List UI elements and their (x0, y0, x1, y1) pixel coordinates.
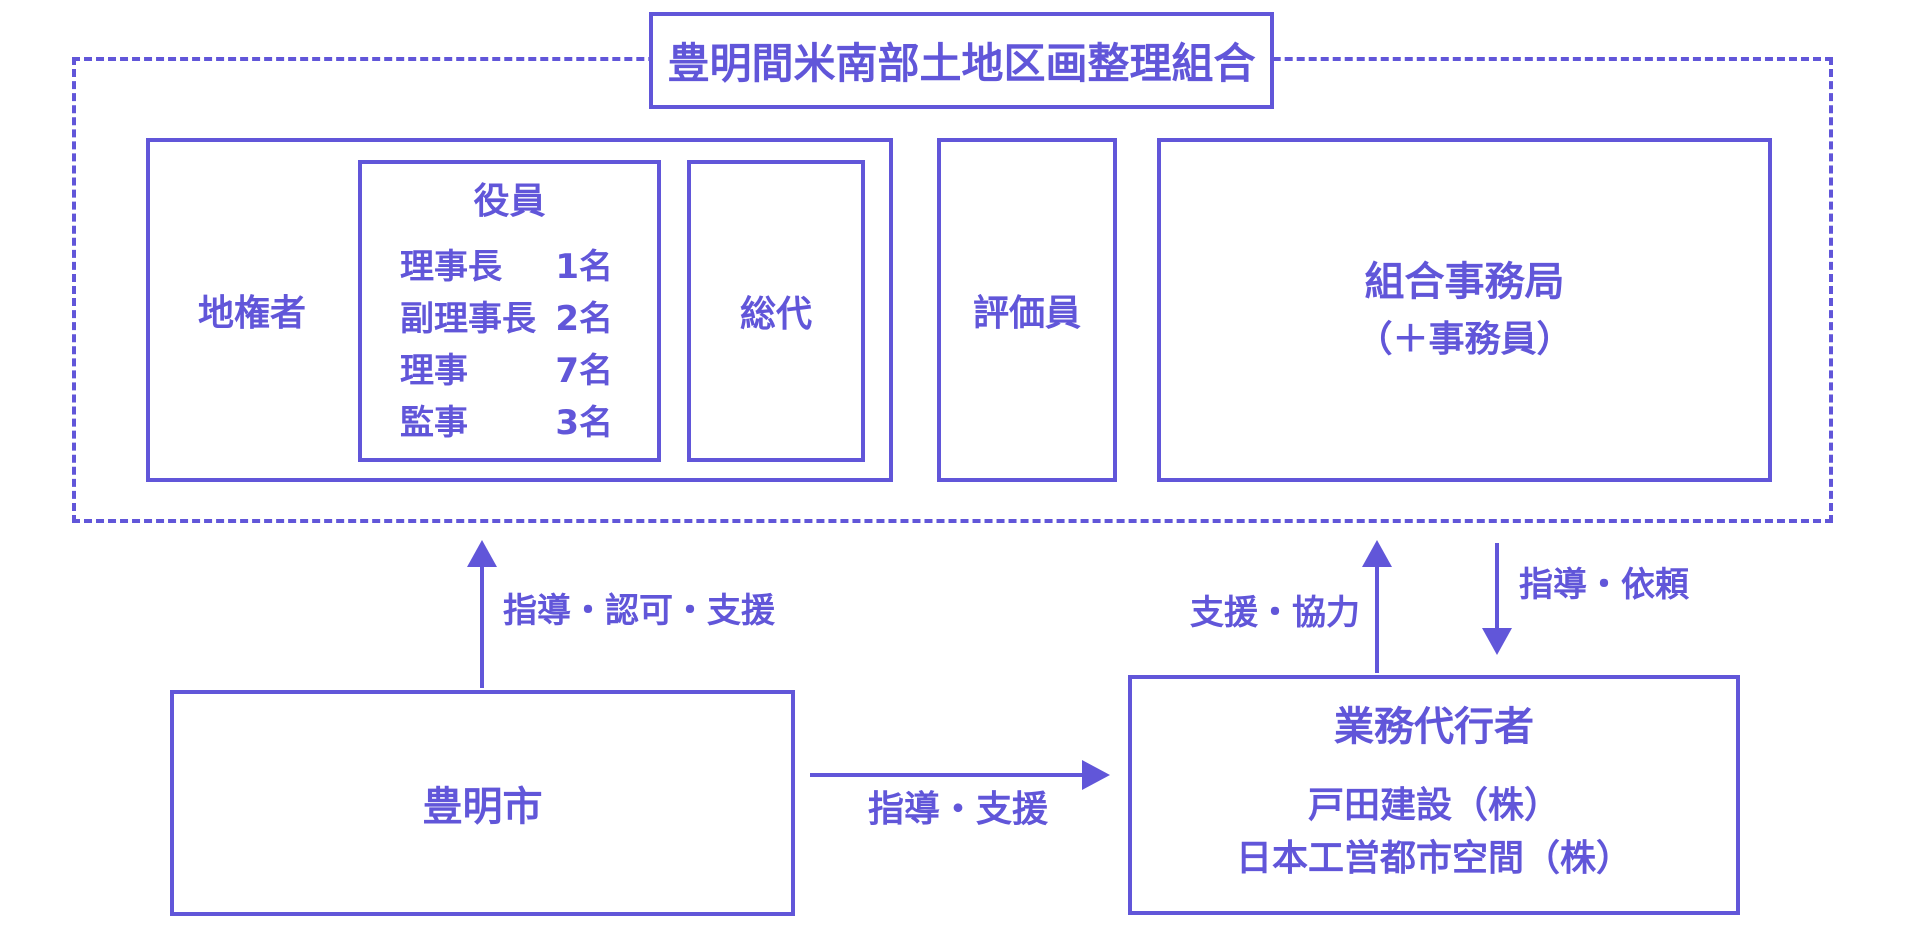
appraisers-label: 評価員 (972, 293, 1081, 334)
union-to-agent-arrow-shaft (1495, 543, 1499, 629)
union-to-agent-arrow-label: 指導・依頼 (1519, 565, 1689, 605)
secretariat-box: 組合事務局 （＋事務員） (1157, 138, 1772, 482)
officer-role: 理事 (400, 351, 468, 391)
officer-role: 監事 (400, 403, 468, 443)
landowners-label: 地権者 (197, 293, 306, 334)
agent-box: 業務代行者 戸田建設（株） 日本工営都市空間（株） (1128, 675, 1740, 915)
agent-company: 戸田建設（株） (1307, 785, 1560, 826)
officer-role: 副理事長 (400, 299, 536, 339)
representatives-label: 総代 (739, 294, 812, 335)
officers-heading: 役員 (473, 181, 546, 222)
city-to-agent-arrowhead-icon (1082, 760, 1110, 790)
association-title-box: 豊明間米南部土地区画整理組合 (649, 12, 1274, 109)
city-label: 豊明市 (422, 784, 543, 830)
agent-to-union-arrow-label: 支援・協力 (1190, 593, 1360, 633)
officers-rows: 理事長 1名 副理事長 2名 理事 7名 監事 3名 (362, 250, 657, 440)
agent-to-union-arrow-shaft (1375, 566, 1379, 673)
officer-count: 2名 (555, 299, 613, 339)
city-to-agent-arrow-shaft (810, 773, 1082, 777)
appraisers-box: 評価員 (937, 138, 1117, 482)
officer-count: 7名 (555, 351, 613, 391)
officers-box: 役員 理事長 1名 副理事長 2名 理事 7名 監事 3名 (358, 160, 661, 462)
city-to-agent-arrow-label: 指導・支援 (868, 789, 1049, 830)
officer-role: 理事長 (400, 247, 502, 287)
city-to-union-arrowhead-icon (467, 540, 497, 567)
officer-row: 理事長 1名 (400, 250, 613, 284)
officer-count: 3名 (555, 403, 613, 443)
representatives-box: 総代 (687, 160, 865, 462)
agent-companies: 戸田建設（株） 日本工営都市空間（株） (1236, 785, 1632, 880)
secretariat-subtitle: （＋事務員） (1356, 319, 1573, 361)
officer-row: 理事 7名 (400, 354, 613, 388)
city-box: 豊明市 (170, 690, 795, 916)
officer-count: 1名 (555, 247, 613, 287)
union-to-agent-arrowhead-icon (1482, 628, 1512, 655)
association-title: 豊明間米南部土地区画整理組合 (667, 39, 1256, 88)
city-to-union-arrow-shaft (480, 566, 484, 688)
agent-to-union-arrowhead-icon (1362, 540, 1392, 567)
agent-company: 日本工営都市空間（株） (1235, 838, 1632, 880)
officer-row: 監事 3名 (400, 406, 613, 440)
secretariat-title: 組合事務局 (1364, 259, 1565, 306)
officer-row: 副理事長 2名 (400, 302, 613, 336)
city-to-union-arrow-label: 指導・認可・支援 (503, 591, 775, 631)
agent-title: 業務代行者 (1334, 704, 1534, 750)
